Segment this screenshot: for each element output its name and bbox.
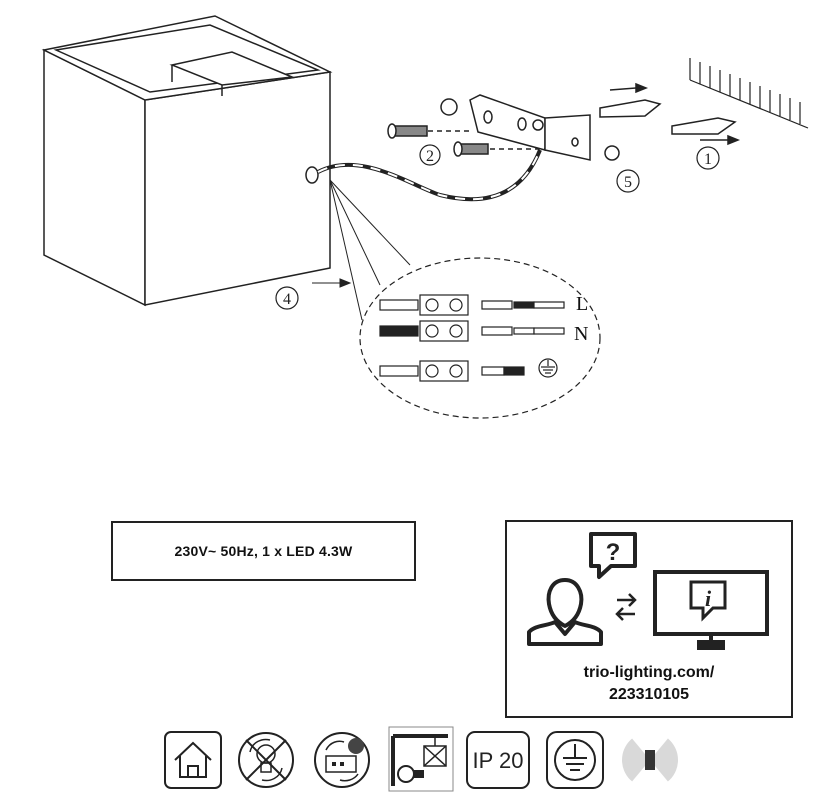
wall-plugs — [599, 82, 741, 146]
question-mark: ? — [606, 539, 621, 566]
indoor-use-icon — [164, 731, 222, 789]
monitor-icon — [653, 570, 769, 650]
question-bubble-icon — [589, 532, 637, 579]
exchange-arrows-icon — [615, 593, 637, 621]
person-icon — [527, 578, 603, 646]
step-2-label: 2 — [426, 148, 434, 165]
support-url-line2[interactable]: 223310105 — [608, 686, 690, 703]
wall-lamp-cube — [41, 15, 333, 307]
specifications-text: 230V~ 50Hz, 1 x LED 4.3W — [174, 543, 353, 559]
wiring-detail — [359, 257, 601, 419]
support-illustration: ? i — [527, 532, 769, 650]
ip-rating-icon: IP 20 — [466, 731, 530, 789]
specifications-box: 230V~ 50Hz, 1 x LED 4.3W — [111, 521, 416, 581]
live-wire-label: L — [576, 293, 588, 315]
led-module-icon — [314, 732, 370, 788]
ip-rating-label: IP 20 — [473, 748, 524, 773]
screws — [387, 98, 620, 161]
min-distance-icon — [388, 726, 454, 792]
support-url-line1[interactable]: trio-lighting.com/ — [583, 664, 715, 681]
support-info-box: ? i trio-lighting.com/ 223310105 — [505, 520, 793, 718]
led-not-replaceable-icon — [238, 732, 294, 788]
mounting-bracket — [469, 94, 591, 161]
step-1-label: 1 — [704, 151, 712, 168]
protection-class-earth-icon — [546, 731, 604, 789]
step-5-label: 5 — [624, 174, 632, 191]
wall-section — [689, 58, 809, 129]
info-glyph: i — [705, 586, 712, 611]
up-down-light-icon — [622, 730, 678, 790]
neutral-wire-label: N — [574, 323, 588, 345]
installation-diagram: 1 2 3 4 5 L N — [41, 15, 809, 419]
step-4-label: 4 — [283, 291, 291, 308]
callout-lines — [312, 179, 411, 321]
